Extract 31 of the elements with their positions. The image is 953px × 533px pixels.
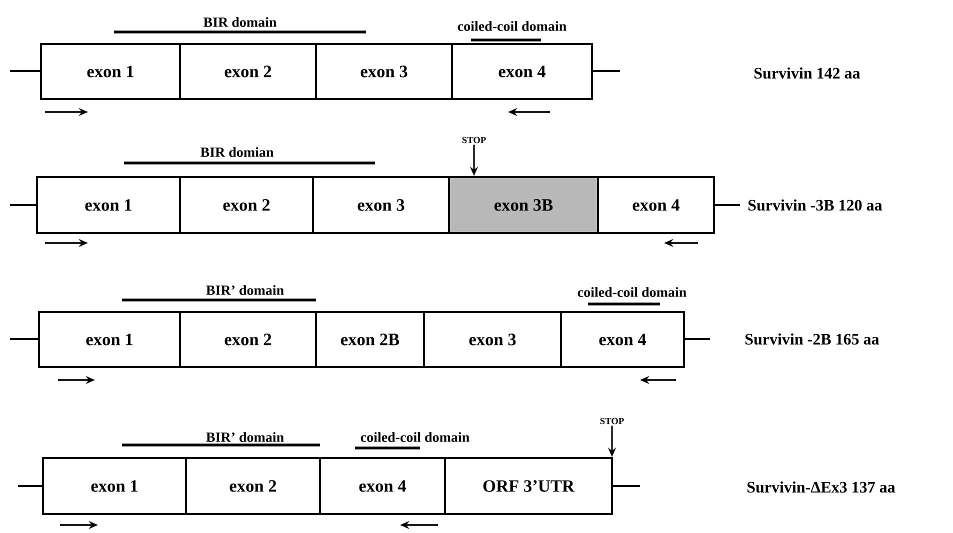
exon-box: exon 3 (315, 43, 453, 100)
domain-label: BIR’ domain (206, 432, 284, 442)
exon-box: exon 4 (560, 311, 685, 368)
stop-label: STOP (462, 136, 486, 144)
exon-box: exon 2 (179, 43, 317, 100)
exon-box: exon 1 (38, 311, 181, 368)
exon-box: exon 4 (451, 43, 593, 100)
exon-box: exon 1 (42, 457, 187, 515)
exon-box: exon 2 (179, 176, 314, 234)
domain-label: BIR domain (203, 17, 277, 27)
isoform-label: Survivin -3B 120 aa (748, 199, 882, 211)
exon-box: exon 1 (40, 43, 181, 100)
exon-box: ORF 3’UTR (444, 457, 613, 515)
exon-box: exon 2B (315, 311, 425, 368)
exon-box: exon 4 (597, 176, 715, 234)
domain-label: BIR domian (200, 147, 274, 157)
domain-label: coiled-coil domain (458, 21, 566, 31)
exon-box: exon 3 (312, 176, 450, 234)
exon-box: exon 3 (423, 311, 562, 368)
exon-box: exon 2 (185, 457, 321, 515)
stop-label: STOP (600, 418, 624, 424)
domain-label: coiled-coil domain (360, 432, 470, 442)
exon-box: exon 4 (319, 457, 446, 515)
exon-box: exon 2 (179, 311, 317, 368)
isoform-label: Survivin-ΔEx3 137 aa (747, 481, 896, 493)
isoform-label: Survivin 142 aa (754, 67, 860, 79)
exon-box: exon 1 (36, 176, 181, 234)
domain-label: BIR’ domain (206, 285, 284, 295)
exon-box: exon 3B (448, 176, 599, 234)
domain-label: coiled-coil domain (578, 287, 686, 297)
isoform-label: Survivin -2B 165 aa (745, 333, 880, 345)
